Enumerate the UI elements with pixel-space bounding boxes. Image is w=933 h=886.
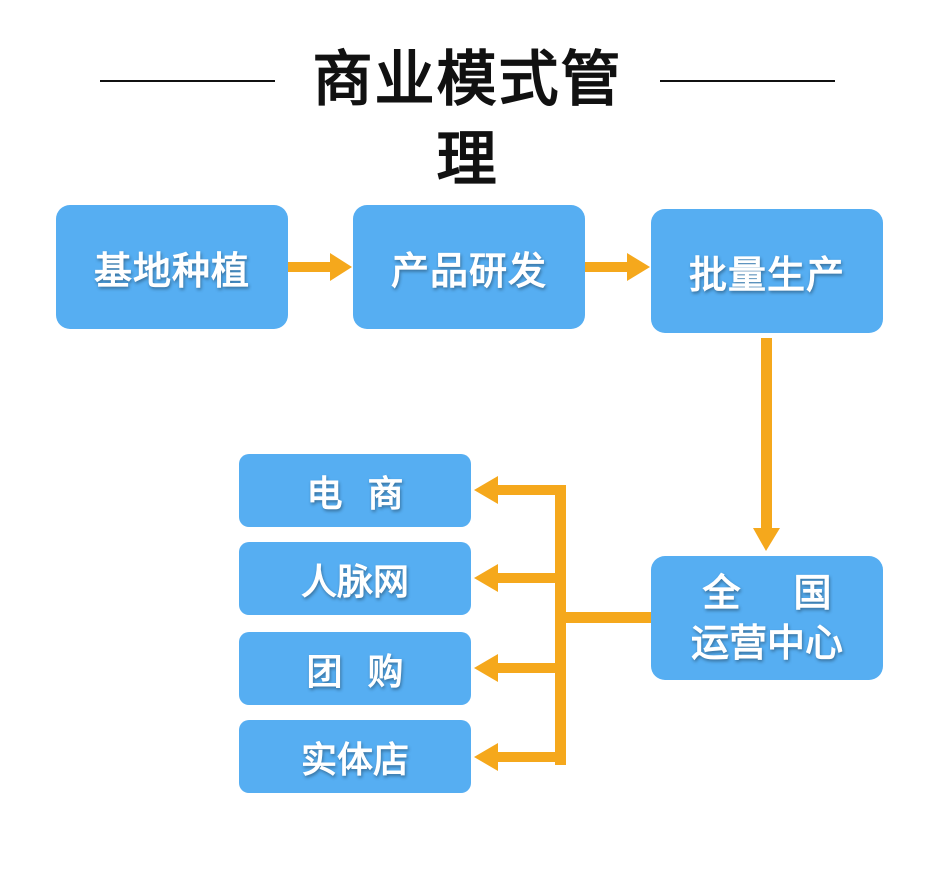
title-row: 商业模式管理 (0, 40, 933, 195)
center-label-line2: 运营中心 (690, 621, 843, 665)
channel-network-label: 人脉网 (300, 561, 409, 603)
title-rule-left (100, 80, 275, 82)
channel-group-buy: 团 购 (239, 632, 471, 705)
step-product-rd-label: 产品研发 (390, 248, 547, 293)
arrow-step1-to-step2 (288, 253, 352, 281)
page-title: 商业模式管理 (312, 45, 623, 195)
channel-ecommerce-label: 电 商 (306, 473, 404, 515)
step-base-planting: 基地种植 (56, 205, 288, 329)
arrow-to-ecommerce (474, 476, 566, 504)
channel-group-buy-label: 团 购 (306, 651, 404, 693)
branch-connector (555, 485, 651, 765)
arrow-to-network (474, 564, 566, 592)
step-product-rd: 产品研发 (353, 205, 585, 329)
channel-store: 实体店 (239, 720, 471, 793)
title-rule-right (660, 80, 835, 82)
step-base-planting-label: 基地种植 (93, 248, 250, 293)
center-label-line1: 全 国 (702, 571, 832, 615)
channel-network: 人脉网 (239, 542, 471, 615)
arrow-to-group-buy (474, 654, 566, 682)
arrow-step2-to-step3 (585, 253, 650, 281)
channel-store-label: 实体店 (300, 739, 409, 781)
arrow-step3-to-center (753, 338, 780, 551)
national-operation-center: 全 国 运营中心 (651, 556, 883, 680)
arrow-to-store (474, 743, 566, 771)
channel-ecommerce: 电 商 (239, 454, 471, 527)
step-mass-production: 批量生产 (651, 209, 883, 333)
step-mass-production-label: 批量生产 (688, 252, 845, 297)
